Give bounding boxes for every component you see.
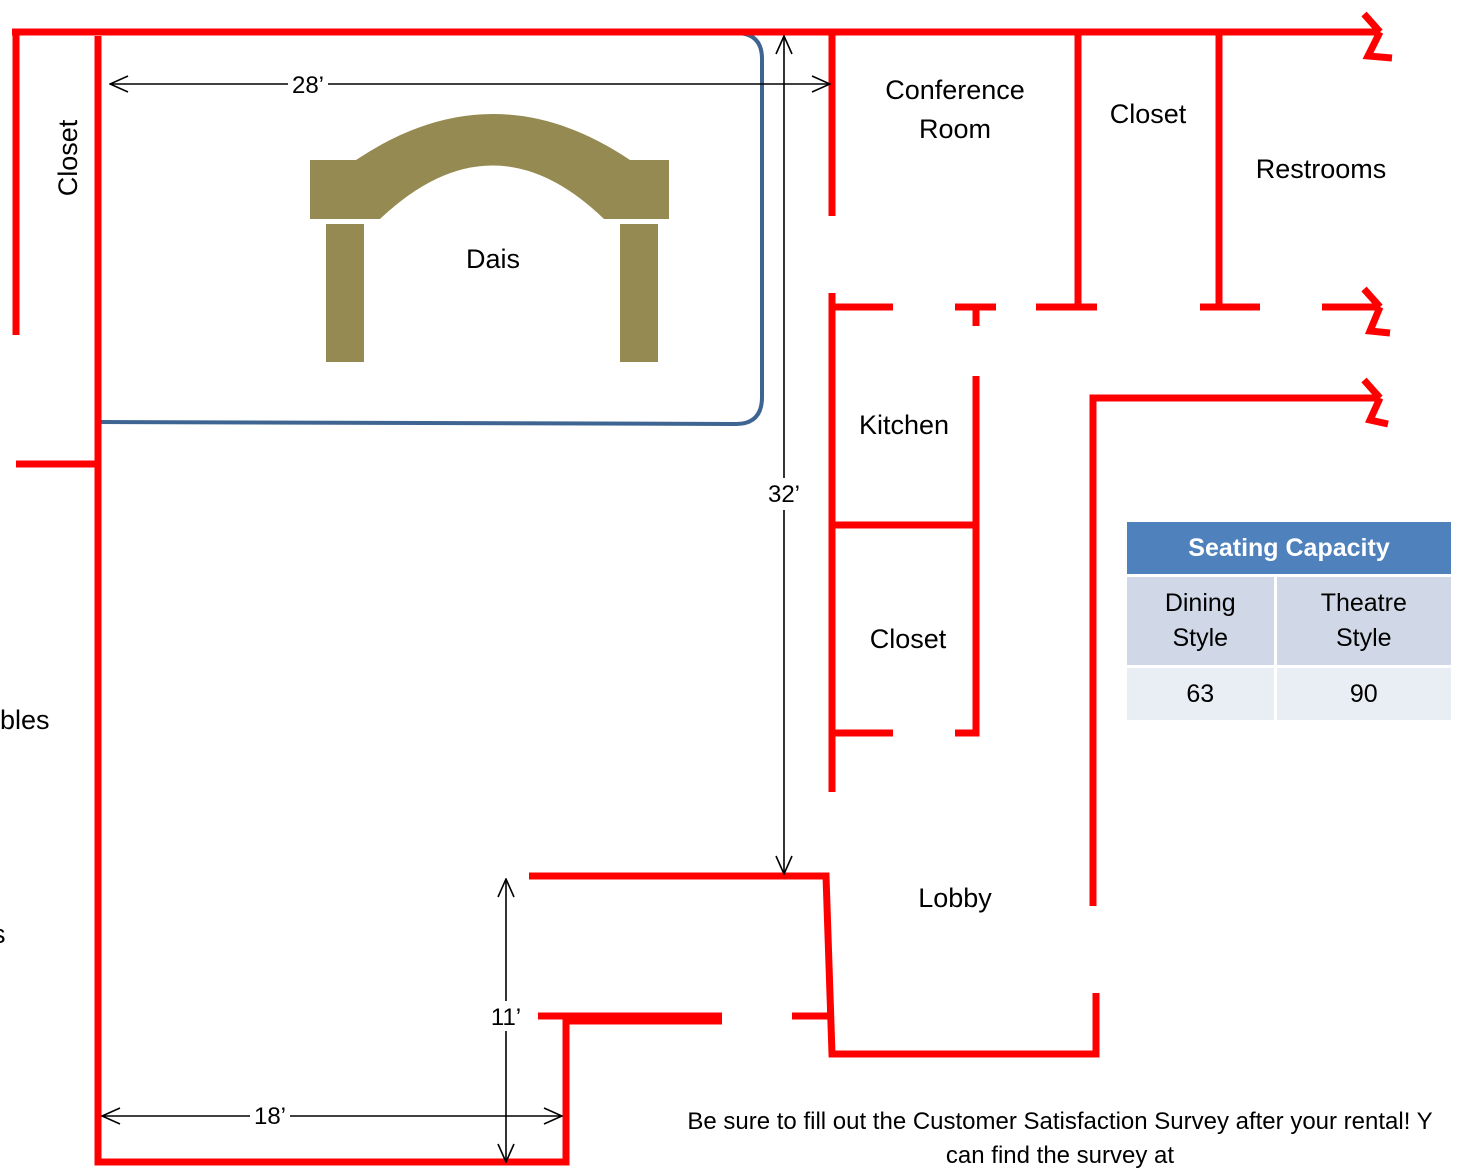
dim-label-28ft: 28’: [292, 72, 324, 99]
dais-stage-outline: [97, 31, 764, 427]
value-theatre: 90: [1276, 665, 1451, 720]
dim-label-11ft: 11’: [491, 1004, 521, 1031]
col-header-dining: Dining Style: [1127, 574, 1277, 665]
label-restrooms: Restrooms: [1256, 154, 1387, 184]
label-closet-top: Closet: [1110, 99, 1187, 129]
label-conference-room-2: Room: [919, 114, 991, 144]
label-lobby: Lobby: [918, 883, 992, 913]
label-closet-left: Closet: [53, 119, 83, 196]
label-tables-partial: bles: [0, 705, 50, 735]
label-s-partial: s: [0, 919, 6, 949]
seating-capacity-table: Seating Capacity Dining Style Theatre St…: [1127, 522, 1451, 720]
survey-note-line2: can find the survey at: [945, 1142, 1175, 1169]
walls: [12, 11, 1393, 1166]
arch-icon: [310, 114, 669, 362]
label-dais: Dais: [466, 244, 520, 274]
col-header-theatre-line2: Style: [1335, 624, 1392, 652]
col-header-dining-line1: Dining: [1164, 589, 1236, 617]
label-conference-room-1: Conference: [885, 75, 1025, 105]
col-header-theatre: Theatre Style: [1276, 574, 1451, 665]
label-kitchen: Kitchen: [859, 410, 949, 440]
label-closet-mid: Closet: [870, 624, 947, 654]
value-dining: 63: [1127, 665, 1277, 720]
col-header-dining-line2: Style: [1172, 624, 1229, 652]
survey-note: Be sure to fill out the Customer Satisfa…: [620, 1105, 1458, 1173]
dim-label-18ft: 18’: [254, 1103, 286, 1130]
survey-note-line1: Be sure to fill out the Customer Satisfa…: [687, 1108, 1433, 1135]
seating-table-title: Seating Capacity: [1127, 522, 1451, 574]
dim-label-32ft: 32’: [768, 481, 800, 508]
col-header-theatre-line1: Theatre: [1320, 589, 1407, 617]
